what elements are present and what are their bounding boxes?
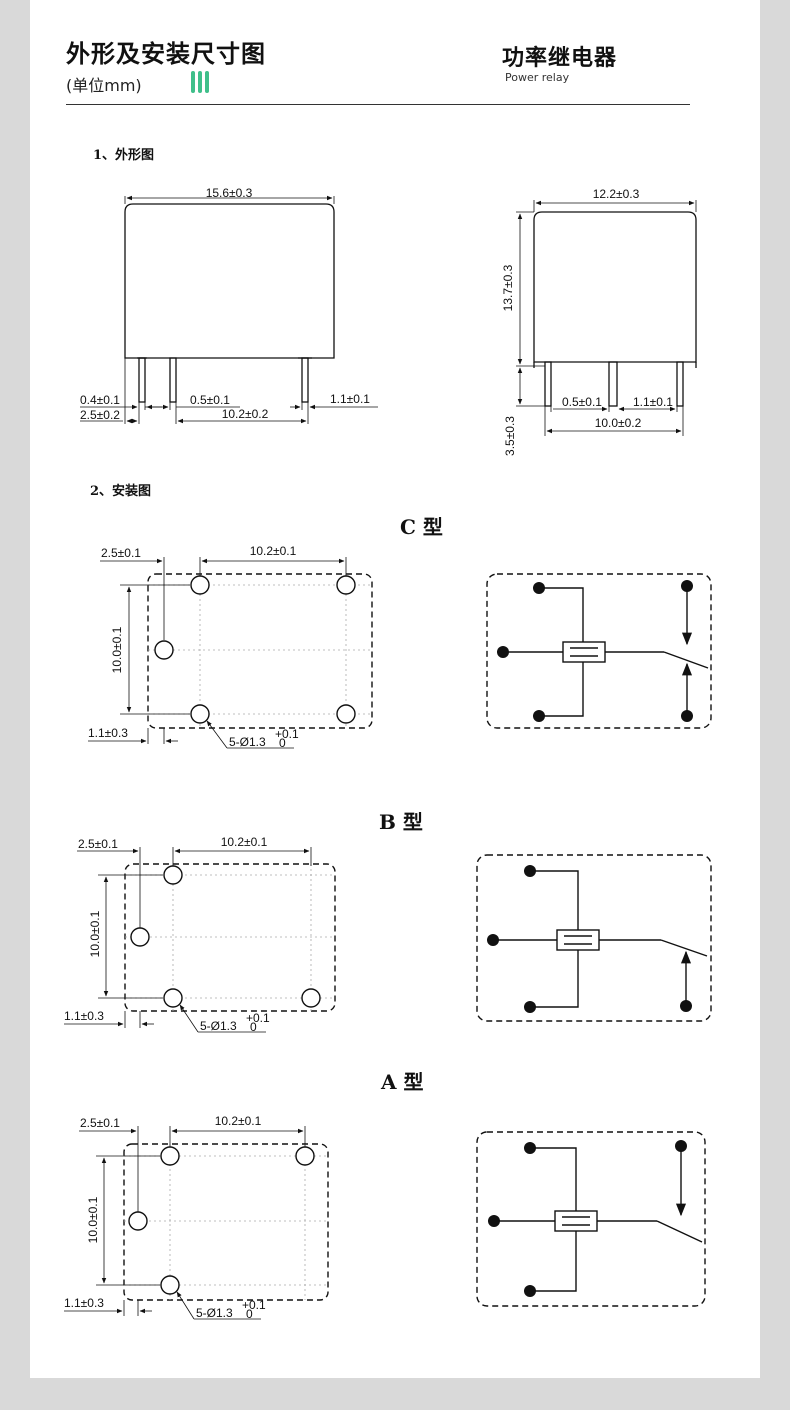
front-view (80, 195, 378, 424)
type-c-dim-bottom: 1.1±0.3 (88, 726, 128, 740)
type-c-tol-down: 0 (279, 736, 286, 750)
dim-pin-width: 0.4±0.1 (80, 393, 120, 407)
type-c-tol-up: +0.1 (275, 727, 299, 741)
type-a-tol-down: 0 (246, 1307, 253, 1321)
section-install-title: 2、安装图 (90, 484, 152, 499)
type-c-schematic (486, 573, 712, 729)
type-b-dim-bottom: 1.1±0.3 (64, 1009, 104, 1023)
type-b-dim-height: 10.0±0.1 (88, 910, 102, 957)
dim-side-pin-gap: 0.5±0.1 (562, 395, 602, 409)
brand-title: 功率继电器 (502, 46, 618, 71)
page-title: 外形及安装尺寸图 (66, 40, 266, 68)
type-b-footprint (64, 847, 336, 1033)
dim-pin-pitch: 10.2±0.2 (222, 407, 269, 421)
header-divider (66, 104, 690, 105)
type-b-label: B 型 (379, 810, 423, 834)
type-b-dim-left: 2.5±0.1 (78, 837, 118, 851)
type-c-dim-height: 10.0±0.1 (110, 626, 124, 673)
dim-side-width: 12.2±0.3 (593, 187, 640, 201)
dim-pin-right: 1.1±0.1 (330, 392, 370, 406)
type-c-dim-pitch: 10.2±0.1 (250, 544, 297, 558)
type-b-hole-note: 5-Ø1.3 (200, 1019, 237, 1033)
type-a-dim-height: 10.0±0.1 (86, 1196, 100, 1243)
dim-side-height: 13.7±0.3 (501, 264, 515, 311)
type-b-dim-pitch: 10.2±0.1 (221, 835, 268, 849)
side-view (516, 200, 697, 436)
type-c-dim-left: 2.5±0.1 (101, 546, 141, 560)
dim-front-width: 15.6±0.3 (206, 186, 253, 200)
dim-pin-length: 3.5±0.3 (503, 416, 517, 456)
type-a-dim-pitch: 10.2±0.1 (215, 1114, 262, 1128)
dim-side-pitch: 10.0±0.2 (595, 416, 642, 430)
type-a-dim-left: 2.5±0.1 (80, 1116, 120, 1130)
type-b-tol-up: +0.1 (246, 1011, 270, 1025)
accent-bars-icon (191, 71, 212, 97)
type-a-footprint (64, 1126, 329, 1320)
type-c-footprint (88, 557, 373, 749)
unit-note: (单位mm) (66, 76, 142, 95)
type-a-dim-bottom: 1.1±0.3 (64, 1296, 104, 1310)
type-b-tol-down: 0 (250, 1020, 257, 1034)
type-a-hole-note: 5-Ø1.3 (196, 1306, 233, 1320)
type-a-label: A 型 (381, 1070, 424, 1094)
brand-subtitle: Power relay (505, 71, 570, 84)
dim-pin-offset: 2.5±0.2 (80, 408, 120, 422)
dim-pin-gap: 0.5±0.1 (190, 393, 230, 407)
type-b-schematic (476, 854, 712, 1022)
section-outline-title: 1、外形图 (93, 148, 155, 163)
type-a-schematic (476, 1131, 706, 1307)
type-c-hole-note: 5-Ø1.3 (229, 735, 266, 749)
type-a-tol-up: +0.1 (242, 1298, 266, 1312)
type-c-label: C 型 (400, 515, 443, 539)
dim-side-pin-right: 1.1±0.1 (633, 395, 673, 409)
